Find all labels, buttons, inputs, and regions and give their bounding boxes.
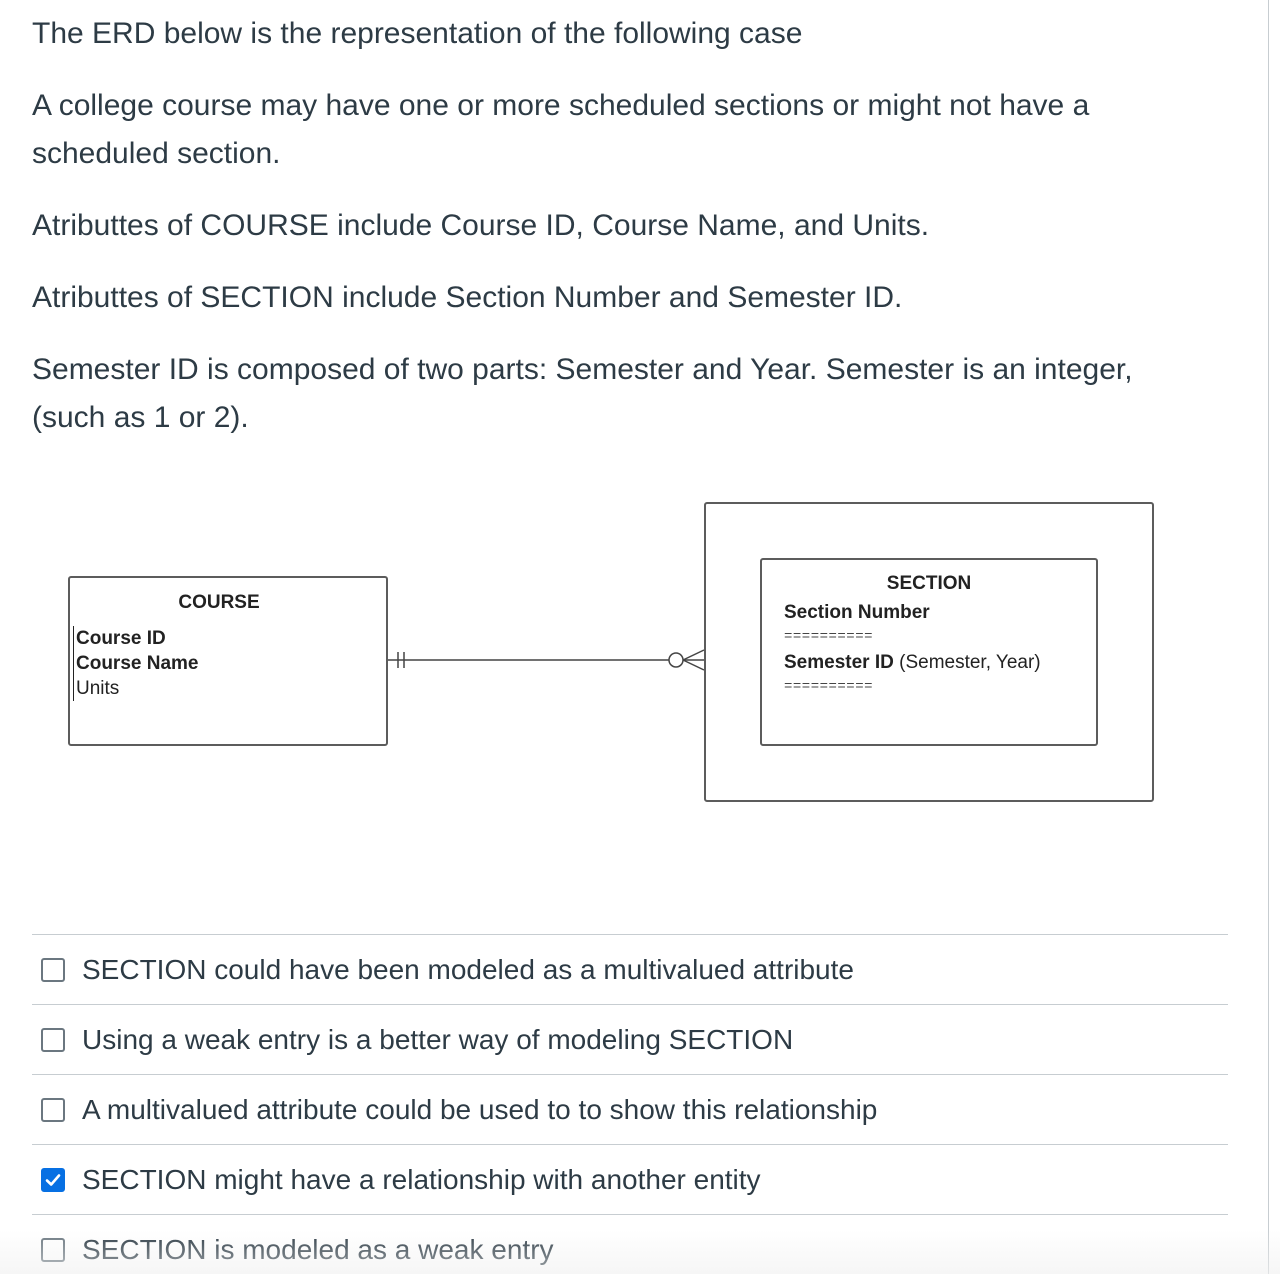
answer-option-label: SECTION could have been modeled as a mul… [82,953,854,985]
checkbox-unchecked[interactable] [41,957,65,982]
question-paragraph-semester-id: Semester ID is composed of two parts: Se… [32,346,1133,442]
answer-option[interactable]: A multivalued attribute could be used to… [32,1075,1228,1145]
zero-optional-circle [668,652,684,668]
checkmark-icon [45,1173,61,1186]
section-separator-line: ========== [784,629,874,645]
semester-id-label: Semester ID [784,652,894,673]
checkbox-checked[interactable] [41,1167,65,1192]
checkbox-unchecked[interactable] [41,1237,65,1262]
answer-option[interactable]: Using a weak entry is a better way of mo… [32,1005,1228,1075]
paragraph-line: Atributtes of COURSE include Course ID, … [32,209,930,242]
course-entity-title: COURSE [178,592,260,613]
section-separator-line: ========== [784,679,874,695]
course-attribute-units: Units [76,678,120,699]
question-paragraph-intro: The ERD below is the representation of t… [32,10,802,58]
semester-id-parts: (Semester, Year) [893,652,1041,673]
checkbox-unchecked[interactable] [41,1027,65,1052]
section-attribute-semester-id: Semester ID (Semester, Year) [784,650,1041,675]
answer-option[interactable]: SECTION might have a relationship with a… [32,1145,1228,1215]
paragraph-line: scheduled section. [32,137,281,170]
paragraph-line: Semester ID is composed of two parts: Se… [32,353,1133,386]
paragraph-line: The ERD below is the representation of t… [32,17,803,50]
crows-foot-prong [682,659,705,671]
section-attribute-section-number: Section Number [784,602,930,623]
question-paragraph-course-attributes: Atributtes of COURSE include Course ID, … [32,202,929,250]
course-attribute-course-id: Course ID [76,628,166,649]
options-top-divider [32,934,1228,935]
paragraph-line: A college course may have one or more sc… [32,89,1090,122]
answer-option-label: A multivalued attribute could be used to… [82,1093,878,1125]
question-paragraph-section-attributes: Atributtes of SECTION include Section Nu… [32,274,902,322]
answer-option-label: SECTION might have a relationship with a… [82,1163,761,1195]
question-paragraph-course-sections: A college course may have one or more sc… [32,82,1089,178]
paragraph-line: (such as 1 or 2). [32,401,249,434]
answer-option[interactable]: SECTION could have been modeled as a mul… [32,935,1228,1005]
answer-option-label: Using a weak entry is a better way of mo… [82,1023,794,1055]
course-entity-box [68,576,388,746]
content-right-border [1268,0,1269,1274]
course-attribute-course-name: Course Name [76,653,199,674]
answer-option-label: SECTION is modeled as a weak entry [82,1233,554,1265]
checkbox-unchecked[interactable] [41,1097,65,1122]
course-attribute-list: Course ID Course Name Units [73,626,199,701]
crows-foot-prong [682,649,705,661]
section-entity-title: SECTION [886,573,972,594]
section-entity-box [760,558,1098,746]
answer-options: SECTION could have been modeled as a mul… [32,934,1228,1284]
paragraph-line: Atributtes of SECTION include Section Nu… [32,281,903,314]
